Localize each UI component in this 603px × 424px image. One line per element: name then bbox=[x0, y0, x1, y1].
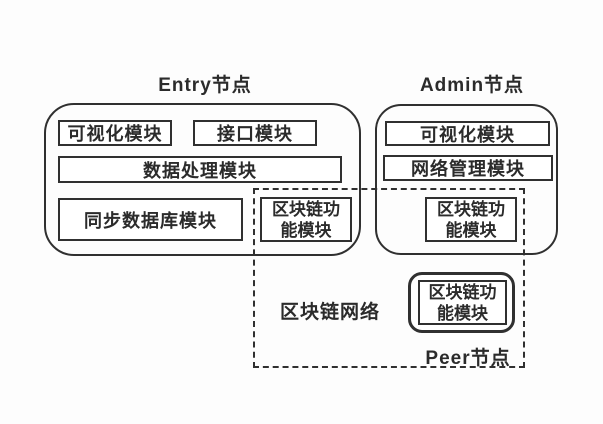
entry-blockchain-function-module: 区块链功能模块 bbox=[260, 197, 352, 242]
admin-node-container bbox=[375, 104, 558, 255]
blockchain-network-label: 区块链网络 bbox=[279, 302, 380, 323]
admin-visualization-module: 可视化模块 bbox=[385, 121, 550, 146]
peer-node-title: Peer节点 bbox=[425, 348, 511, 369]
peer-blockchain-function-module: 区块链功能模块 bbox=[418, 280, 507, 325]
blockchain-network-boundary bbox=[253, 188, 525, 368]
entry-node-title: Entry节点 bbox=[158, 75, 252, 96]
entry-visualization-module: 可视化模块 bbox=[58, 120, 172, 146]
entry-data-processing-module: 数据处理模块 bbox=[58, 156, 342, 183]
admin-node-title: Admin节点 bbox=[419, 75, 525, 96]
admin-blockchain-function-module: 区块链功能模块 bbox=[425, 197, 517, 242]
entry-interface-module: 接口模块 bbox=[193, 120, 317, 146]
admin-network-management-module: 网络管理模块 bbox=[383, 155, 553, 181]
entry-sync-database-module: 同步数据库模块 bbox=[58, 198, 243, 241]
entry-node-container bbox=[44, 103, 361, 256]
